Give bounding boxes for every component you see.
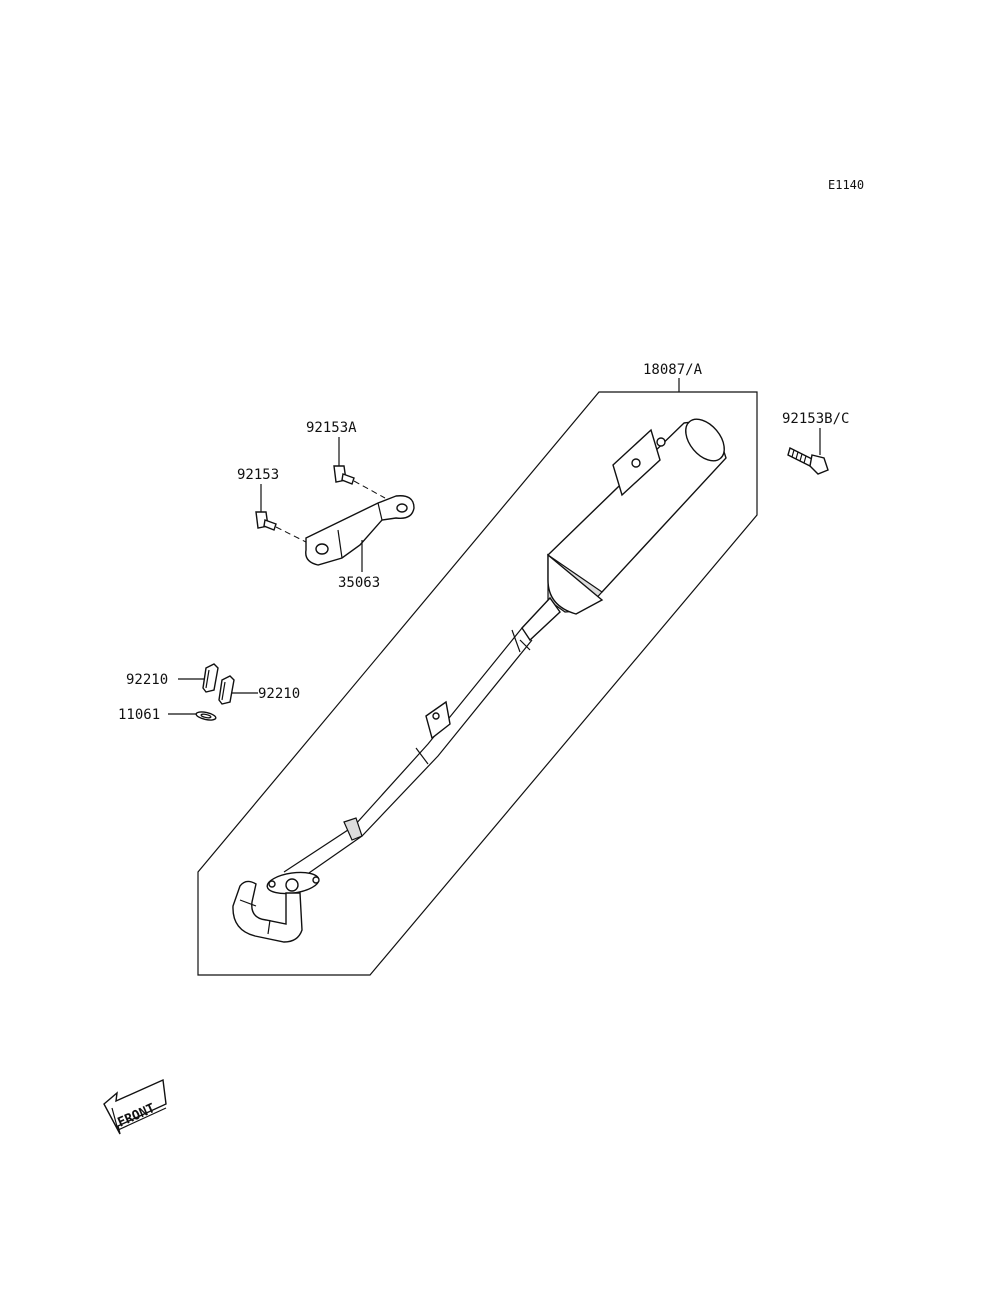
- callout-gasket[interactable]: 11061: [118, 707, 198, 723]
- clip-right[interactable]: [218, 675, 235, 705]
- bracket[interactable]: [305, 495, 415, 566]
- bolt-a[interactable]: [333, 465, 386, 499]
- callout-muffler-assembly[interactable]: 18087/A: [643, 362, 703, 392]
- callout-label-muffler: 18087/A: [643, 362, 703, 378]
- exhaust-pipe[interactable]: [232, 596, 561, 943]
- clip-left[interactable]: [202, 663, 219, 693]
- callout-label-gasket: 11061: [118, 707, 160, 723]
- callout-label-clip-left: 92210: [126, 672, 168, 688]
- callout-bolt[interactable]: 92153: [237, 467, 279, 512]
- bolt-b-c[interactable]: [787, 446, 829, 475]
- diagram-code: E1140: [828, 178, 864, 192]
- callout-label-clip-right: 92210: [258, 686, 300, 702]
- muffler-assembly-boundary: [197, 391, 758, 976]
- callout-bracket[interactable]: 35063: [338, 540, 380, 591]
- gasket[interactable]: [195, 710, 217, 721]
- callout-label-bolt-a: 92153A: [306, 420, 357, 436]
- callout-clip-right[interactable]: 92210: [232, 686, 300, 702]
- bolt[interactable]: [255, 511, 307, 543]
- callout-label-bolt-b-c: 92153B/C: [782, 411, 849, 427]
- front-arrow-icon: FRONT: [103, 1078, 167, 1135]
- callout-label-bolt: 92153: [237, 467, 279, 483]
- callout-clip-left[interactable]: 92210: [126, 672, 204, 688]
- muffler[interactable]: [547, 412, 732, 615]
- callout-bolt-a[interactable]: 92153A: [306, 420, 357, 466]
- callout-bolt-b-c[interactable]: 92153B/C: [782, 411, 849, 455]
- callout-label-bracket: 35063: [338, 575, 380, 591]
